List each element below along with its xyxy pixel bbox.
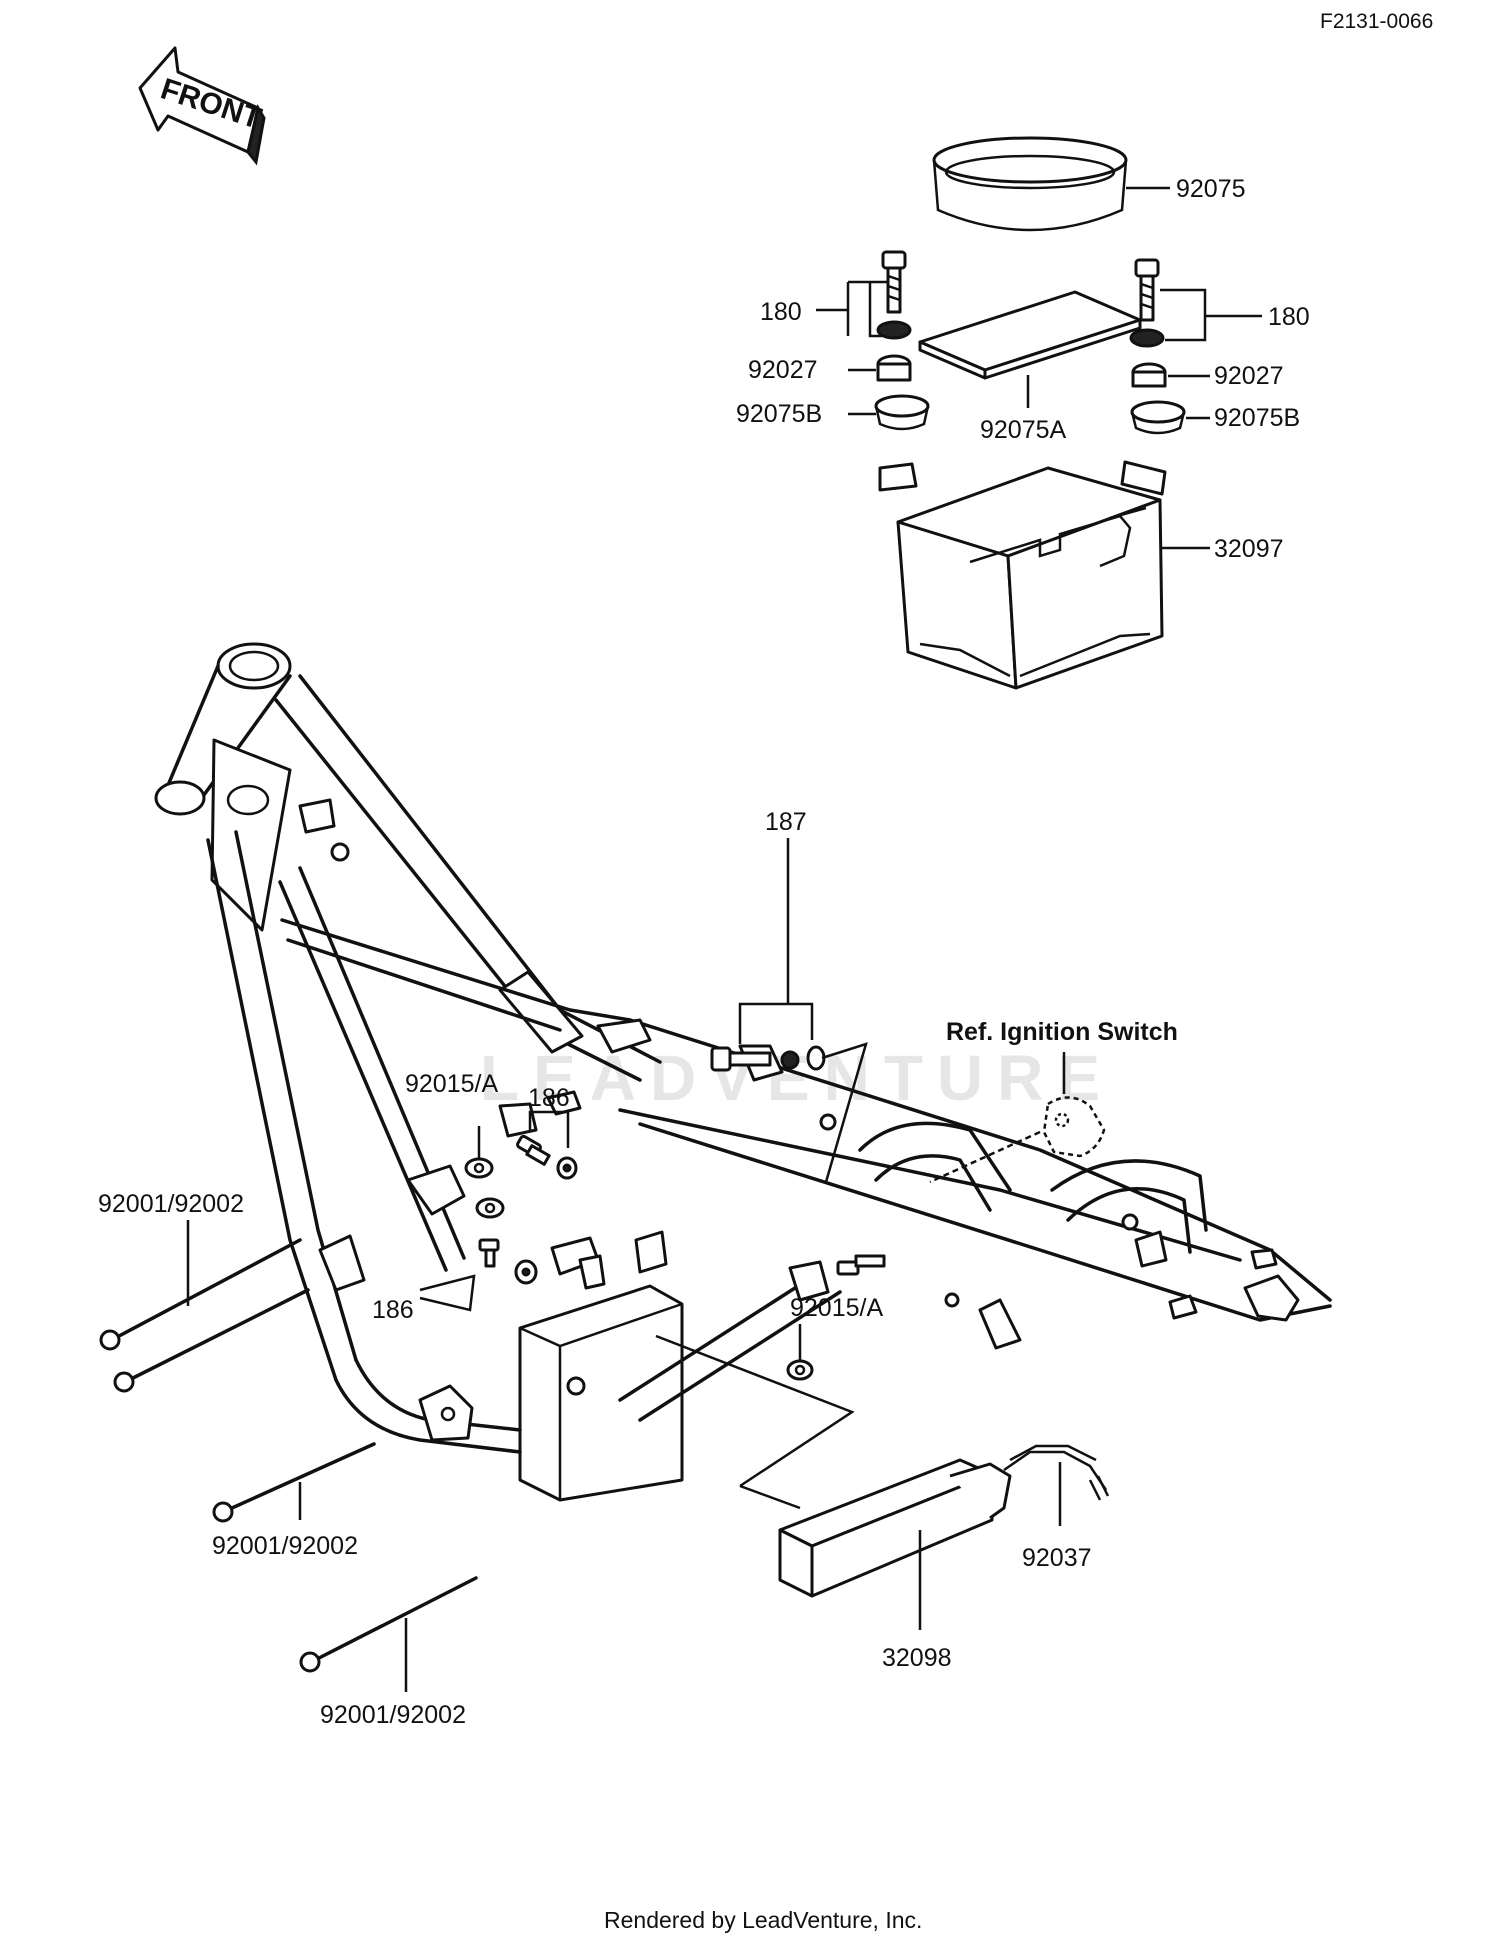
label-92027-right: 92027 bbox=[1214, 362, 1284, 390]
nut-92015A-top-icon bbox=[464, 1157, 494, 1179]
battery-band-icon bbox=[932, 136, 1128, 232]
label-92075B-left: 92075B bbox=[736, 400, 822, 428]
collar-right-icon bbox=[1131, 362, 1167, 388]
label-92001-a: 92001/92002 bbox=[98, 1190, 244, 1218]
label-92015A-bottom: 92015/A bbox=[790, 1294, 883, 1322]
label-187: 187 bbox=[765, 808, 807, 836]
label-180-left: 180 bbox=[760, 298, 802, 326]
bolt-right-icon bbox=[1134, 258, 1160, 322]
grommet-left-icon bbox=[874, 394, 930, 431]
diagram-code: F2131-0066 bbox=[1320, 10, 1433, 33]
label-92015A-top: 92015/A bbox=[405, 1070, 498, 1098]
nut-92015A-mid-icon bbox=[475, 1197, 505, 1219]
label-92027-left: 92027 bbox=[748, 356, 818, 384]
battery-case-icon bbox=[878, 460, 1167, 690]
footer-credit: Rendered by LeadVenture, Inc. bbox=[604, 1907, 922, 1933]
front-arrow-icon: FRONT bbox=[138, 46, 266, 166]
label-92001-c: 92001/92002 bbox=[320, 1701, 466, 1729]
battery-holder-icon bbox=[778, 1444, 1110, 1598]
long-bolt-b-icon bbox=[113, 1288, 310, 1393]
bolt-186-bottom-icon bbox=[478, 1238, 538, 1285]
grommet-right-icon bbox=[1130, 400, 1186, 435]
bolt-92015-frame-icon bbox=[836, 1254, 886, 1276]
rubber-pad-icon bbox=[918, 290, 1142, 380]
motorcycle-frame-icon bbox=[154, 642, 1332, 1502]
ignition-switch-icon bbox=[1042, 1096, 1106, 1158]
label-92075B-right: 92075B bbox=[1214, 404, 1300, 432]
label-92075: 92075 bbox=[1176, 175, 1246, 203]
label-186-top: 186 bbox=[528, 1084, 570, 1112]
label-92037: 92037 bbox=[1022, 1544, 1092, 1572]
label-32098: 32098 bbox=[882, 1644, 952, 1672]
long-bolt-c-icon bbox=[212, 1442, 376, 1523]
label-92075A: 92075A bbox=[980, 416, 1067, 444]
label-186-bottom: 186 bbox=[372, 1296, 414, 1324]
nut-92015A-bottom-icon bbox=[786, 1359, 814, 1381]
reference-ignition-switch: Ref. Ignition Switch bbox=[946, 1018, 1178, 1046]
washer-right-icon bbox=[1129, 328, 1165, 348]
bolt-left-icon bbox=[881, 250, 907, 314]
long-bolt-a-icon bbox=[99, 1238, 302, 1351]
label-92001-b: 92001/92002 bbox=[212, 1532, 358, 1560]
long-bolt-d-icon bbox=[299, 1576, 478, 1673]
bolt-186-top-icon bbox=[516, 1134, 578, 1180]
collar-left-icon bbox=[876, 354, 912, 382]
label-180-right: 180 bbox=[1268, 303, 1310, 331]
label-32097: 32097 bbox=[1214, 535, 1284, 563]
washer-left-icon bbox=[876, 320, 912, 340]
